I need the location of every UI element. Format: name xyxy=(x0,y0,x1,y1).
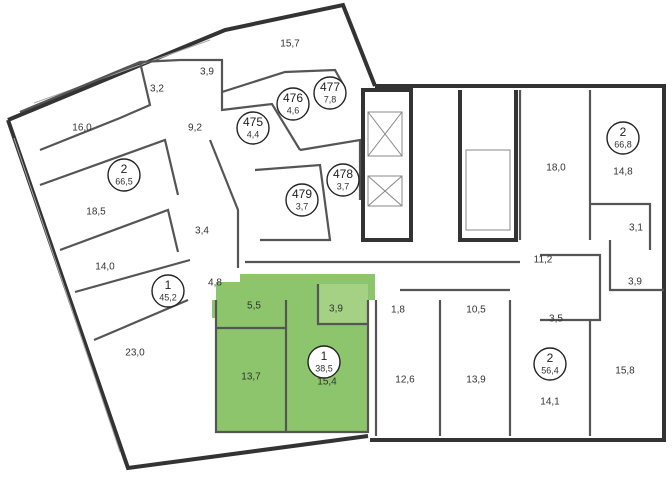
badge-circle xyxy=(151,274,185,308)
room-area-label: 18,5 xyxy=(86,207,106,218)
apartment-badge[interactable]: 256,4 xyxy=(533,347,567,381)
room-area-label: 14,8 xyxy=(613,167,633,178)
room-area-label: 15,7 xyxy=(280,39,300,50)
room-area-label: 3,5 xyxy=(549,314,563,325)
badge-number: 2 xyxy=(620,125,627,139)
apartment-badge[interactable]: 138,5 xyxy=(307,345,341,379)
badge-circle xyxy=(307,345,341,379)
badge-number: 2 xyxy=(547,351,554,365)
badge-circle xyxy=(276,87,310,121)
badge-area: 4,6 xyxy=(287,105,300,115)
badge-circle xyxy=(107,158,141,192)
badge-circle xyxy=(533,347,567,381)
room-area-label: 3,1 xyxy=(629,223,643,234)
badge-area: 45,2 xyxy=(159,292,177,302)
badge-area: 3,7 xyxy=(296,201,309,211)
room-area-label: 14,1 xyxy=(540,397,560,408)
apartment-badge[interactable]: 266,8 xyxy=(606,121,640,155)
room-area-label: 3,9 xyxy=(200,67,214,78)
selected-apartment[interactable] xyxy=(212,274,375,434)
room-area-label: 9,2 xyxy=(188,123,202,134)
badge-circle xyxy=(236,111,270,145)
room-labels: 15,7 3,9 3,2 16,0 9,2 18,5 3,4 14,0 4,8 23,0 5,5 3,… xyxy=(72,39,643,408)
room-area-label: 18,0 xyxy=(546,163,566,174)
room-area-label: 13,9 xyxy=(466,375,486,386)
badge-area: 3,7 xyxy=(337,181,350,191)
room-area-label: 14,0 xyxy=(95,262,115,273)
room-area-label: 5,5 xyxy=(247,301,261,312)
building-walls xyxy=(6,2,666,471)
room-area-label: 10,5 xyxy=(466,305,486,316)
badge-number: 478 xyxy=(333,167,353,181)
room-area-label: 15,4 xyxy=(317,377,337,388)
badge-circle xyxy=(285,183,319,217)
room-area-label: 13,7 xyxy=(241,372,261,383)
badge-area: 66,8 xyxy=(614,139,632,149)
badge-number: 1 xyxy=(165,278,172,292)
room-area-label: 4,8 xyxy=(208,278,222,289)
room-area-label: 3,4 xyxy=(195,226,209,237)
badge-number: 476 xyxy=(283,91,303,105)
room-area-label: 12,6 xyxy=(395,375,415,386)
apartment-badge[interactable]: 145,2 xyxy=(151,274,185,308)
badge-area: 66,5 xyxy=(115,176,133,186)
badge-area: 38,5 xyxy=(315,363,333,373)
room-area-label: 11,2 xyxy=(534,255,553,266)
room-area-label: 16,0 xyxy=(72,123,92,134)
badge-circle xyxy=(606,121,640,155)
badge-circle xyxy=(326,163,360,197)
badge-number: 477 xyxy=(320,80,340,94)
room-area-label: 23,0 xyxy=(125,348,145,359)
room-area-label: 1,8 xyxy=(391,305,405,316)
room-area-label: 3,9 xyxy=(628,277,642,288)
bathroom-fill xyxy=(318,284,368,324)
apartment-badges: 4777,84764,64754,44783,74793,7266,5145,2… xyxy=(107,76,640,381)
badge-circle xyxy=(313,76,347,110)
badge-number: 2 xyxy=(121,162,128,176)
room-area-label: 15,8 xyxy=(615,366,635,377)
badge-area: 56,4 xyxy=(541,365,559,375)
badge-area: 7,8 xyxy=(324,94,337,104)
apartment-badge[interactable]: 266,5 xyxy=(107,158,141,192)
badge-area: 4,4 xyxy=(247,129,260,139)
badge-number: 475 xyxy=(243,115,263,129)
badge-number: 1 xyxy=(321,349,328,363)
room-area-label: 3,2 xyxy=(150,84,164,95)
badge-number: 479 xyxy=(292,187,312,201)
room-area-label: 3,9 xyxy=(329,304,343,315)
